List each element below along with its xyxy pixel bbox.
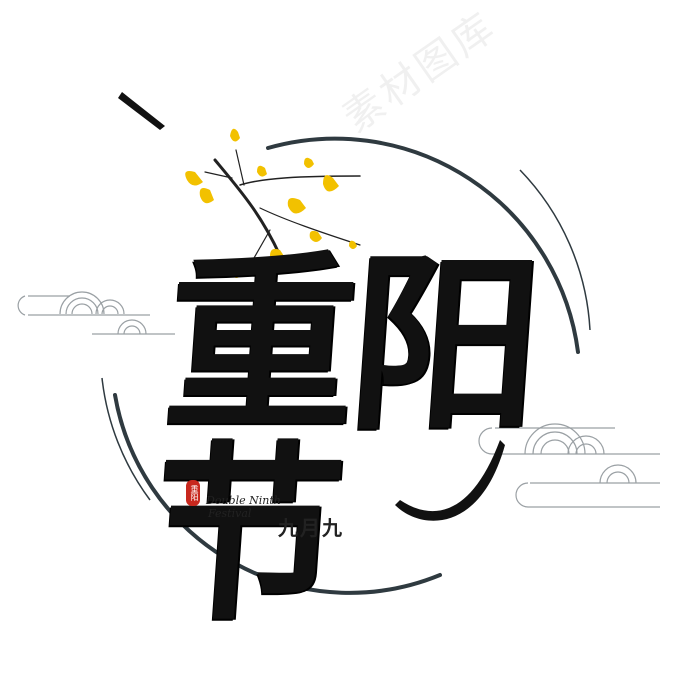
date-subtitle: 九月九 <box>278 516 344 540</box>
ring-arc-bottom <box>113 393 442 595</box>
english-caption-line2: Festival <box>208 507 252 521</box>
auspicious-cloud-icon-left <box>17 291 175 335</box>
auspicious-cloud-icon-right <box>478 423 660 508</box>
seal-stamp-icon: 重阳 <box>186 480 200 506</box>
english-caption-line1: Double Ninth <box>206 494 281 507</box>
ginkgo-branch-icon <box>204 149 361 266</box>
brush-stroke-accent <box>118 92 165 130</box>
ring-arc-top-right <box>266 136 580 354</box>
ring-arc-inner-right <box>519 169 591 331</box>
english-caption: Double Ninth Festival <box>206 494 281 520</box>
title-calligraphy: 重阳节 <box>145 233 543 646</box>
ink-sweep <box>395 440 505 521</box>
ginkgo-leaves <box>185 128 357 278</box>
ring-arc-inner-left <box>101 377 151 501</box>
